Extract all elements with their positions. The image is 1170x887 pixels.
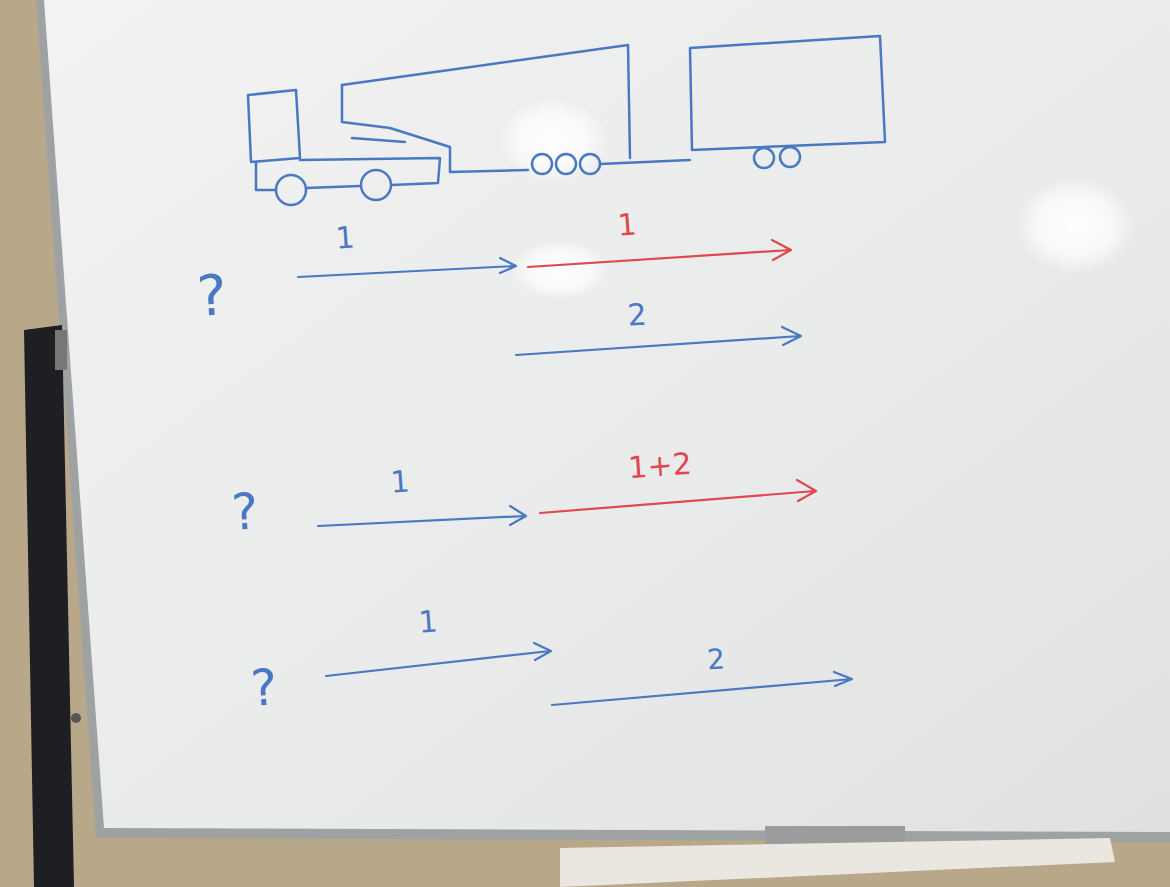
arrow-number: 1 <box>417 606 438 637</box>
red-arrow <box>540 480 816 513</box>
board-stand <box>24 325 74 887</box>
board-surface <box>44 0 1170 832</box>
blue-arrow <box>326 643 551 676</box>
light-glare <box>510 240 610 300</box>
board-hinge <box>55 330 67 370</box>
truck-sketch <box>248 36 885 205</box>
arrow-number: 2 <box>706 645 726 674</box>
light-glare <box>1015 177 1135 273</box>
board-frame <box>36 0 1170 842</box>
blue-arrow <box>516 327 801 355</box>
marker-tray <box>560 838 1115 887</box>
board-screw <box>71 713 81 723</box>
red-arrow <box>528 240 791 267</box>
blue-arrow <box>552 672 852 705</box>
blue-arrow <box>298 258 516 277</box>
arrow-number: 1+2 <box>627 449 692 483</box>
arrow-number: 1 <box>389 466 410 497</box>
blue-arrow <box>318 506 526 526</box>
arrow-number: 2 <box>626 299 647 330</box>
arrow-number: 1 <box>334 222 355 253</box>
question-mark: ? <box>195 267 229 325</box>
question-mark: ? <box>230 486 260 538</box>
question-mark: ? <box>249 662 279 714</box>
arrow-number: 1 <box>616 209 637 240</box>
